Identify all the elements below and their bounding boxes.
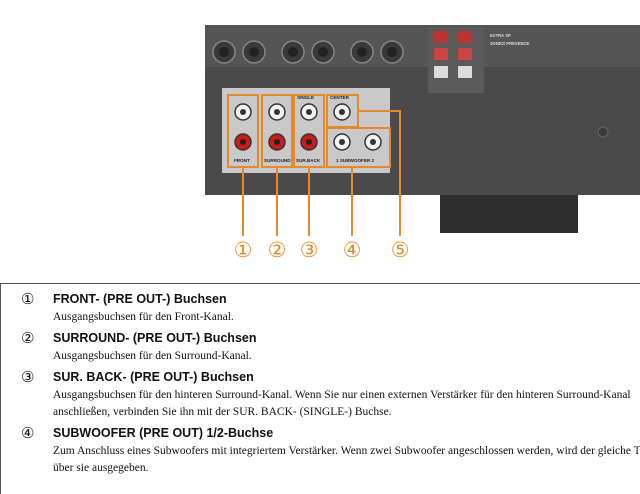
speaker-clip xyxy=(458,48,472,60)
subwoofer-label: 1 SUBWOOFER 2 xyxy=(336,158,374,163)
speaker-clip xyxy=(434,66,448,78)
callout-5: ⑤ xyxy=(391,238,410,262)
callout-3: ③ xyxy=(300,238,319,262)
speaker-clip xyxy=(458,66,472,78)
item-title: SUR. BACK- (PRE OUT-) Buchsen xyxy=(53,370,254,384)
description-box: ① FRONT- (PRE OUT-) Buchsen Ausgangsbuch… xyxy=(0,283,640,494)
item-number: ① xyxy=(21,290,35,308)
item-title: SURROUND- (PRE OUT-) Buchsen xyxy=(53,331,257,345)
item-number: ② xyxy=(21,329,35,347)
item-number: ④ xyxy=(21,424,35,442)
speaker-terminals xyxy=(212,40,404,64)
speaker-clip xyxy=(434,31,448,43)
pre-out-panel xyxy=(222,88,390,173)
speaker-clip xyxy=(434,48,448,60)
speaker-terminal-strip xyxy=(205,25,640,67)
callout-4: ④ xyxy=(343,238,362,262)
item-line: Ausgangsbuchsen für den Front-Kanal. xyxy=(53,311,234,323)
item-line: Ausgangsbuchsen für den hinteren Surroun… xyxy=(53,389,631,401)
surback-label: SUR.BACK xyxy=(296,158,321,163)
callout-1: ① xyxy=(234,238,253,262)
item-number: ③ xyxy=(21,368,35,386)
item-line: Ausgangsbuchsen für den Surround-Kanal. xyxy=(53,350,252,362)
extra-sp-label: EXTRA SP xyxy=(490,33,511,38)
front-label: FRONT xyxy=(234,158,250,163)
surround-label: SURROUND xyxy=(264,158,291,163)
callout-leaders xyxy=(242,110,401,236)
speaker-clip xyxy=(458,31,472,43)
center-label: CENTER xyxy=(330,95,350,100)
single-label: SINGLE xyxy=(297,95,314,100)
rca-jacks xyxy=(234,103,382,151)
receiver-foot xyxy=(440,195,578,233)
item-line: Zum Anschluss eines Subwoofers mit integ… xyxy=(53,445,640,457)
item-title: SUBWOOFER (PRE OUT) 1/2-Buchse xyxy=(53,426,274,440)
callout-2: ② xyxy=(268,238,287,262)
zone2-presence-label: ZONE2/ PRESENCE xyxy=(490,41,530,46)
item-title: FRONT- (PRE OUT-) Buchsen xyxy=(53,292,227,306)
rear-panel-diagram: EXTRA SP ZONE2/ PRESENCE SINGLE CENTER F… xyxy=(205,25,640,262)
item-line: über sie ausgegeben. xyxy=(53,462,149,474)
screw-icon xyxy=(597,126,609,138)
item-line: anschließen, verbinden Sie ihn mit der S… xyxy=(53,406,392,418)
